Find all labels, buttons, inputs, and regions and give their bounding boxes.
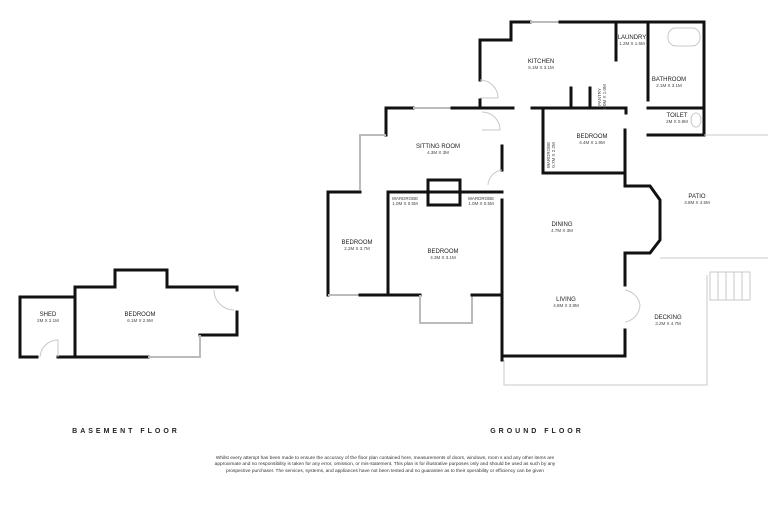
room-dims: 4.4M X 1.9M (579, 140, 605, 145)
room-dims: 5.1M X 3.1M (528, 65, 554, 70)
room-basement-bedroom: BEDROOM 6.1M X 2.5M (124, 312, 155, 323)
room-dims: 4.3M X 3M (427, 150, 449, 155)
room-dims: 3.2M X 4.7M (655, 321, 681, 326)
room-name: LAUNDRY (617, 35, 647, 41)
room-name: BEDROOM (427, 249, 459, 255)
room-dims: 4.3M X 3.1M (430, 255, 456, 260)
room-name: BEDROOM (124, 312, 156, 318)
room-bedroom-west: BEDROOM 2.2M X 3.7M (341, 240, 372, 251)
room-wardrobe-3: WARDROBE 1.0M X 0.5M (468, 196, 494, 206)
room-name: KITCHEN (527, 59, 555, 65)
room-dims: 2.1M X 3.1M (656, 83, 682, 88)
room-shed: SHED 2M X 2.1M (37, 312, 59, 323)
room-name: PATIO (688, 194, 706, 200)
room-name: WARDROBE (467, 196, 495, 201)
room-dims: 6.1M X 2.5M (127, 318, 153, 323)
room-decking: DECKING 3.2M X 4.7M (654, 315, 681, 326)
room-dims: 1.0M X 0.5M (468, 201, 494, 206)
ground-walls (326, 20, 706, 362)
room-name: LIVING (556, 297, 576, 303)
room-dims: 2.2M X 3.7M (344, 246, 370, 251)
room-dims: 2M X 2.1M (37, 318, 59, 323)
room-wardrobe-1: WARDROBE 0.7M X 2.2M (546, 142, 556, 168)
room-patio: PATIO 3.8M X 4.5M (684, 194, 710, 205)
room-dims: 4.8M X 3.8M (553, 303, 579, 308)
room-toilet: TOILET 2M X 0.9M (666, 113, 688, 124)
room-name: BEDROOM (341, 240, 373, 246)
room-dims: 0.7M X 2.2M (551, 142, 556, 168)
room-dims: 2M X 0.9M (666, 119, 688, 124)
room-name: WARDROBE (391, 196, 419, 201)
basement-walls (18, 268, 239, 359)
room-name: SHED (39, 312, 57, 318)
room-name: DECKING (654, 315, 682, 321)
outdoor-outlines (503, 27, 768, 386)
ground-floor-title: GROUND FLOOR (490, 428, 584, 435)
room-sitting-room: SITTING ROOM 4.3M X 3M (416, 144, 460, 155)
room-name: DINING (551, 222, 573, 228)
disclaimer: Whilst every attempt has been made to en… (214, 456, 556, 474)
room-wardrobe-2: WARDROBE 1.0M X 0.5M (392, 196, 418, 206)
room-dims: 4.7M X 3M (551, 228, 573, 233)
room-dims: 1.0M X 0.5M (392, 201, 418, 206)
room-kitchen: KITCHEN 5.1M X 3.1M (528, 59, 554, 70)
room-name: TOILET (666, 113, 688, 119)
room-name: BEDROOM (576, 134, 608, 140)
room-dims: 3.8M X 4.5M (684, 200, 710, 205)
room-dining: DINING 4.7M X 3M (551, 222, 573, 233)
basement-floor-title: BASEMENT FLOOR (72, 428, 180, 435)
room-laundry: LAUNDRY 1.2M X 1.5M (618, 35, 647, 46)
room-name: BATHROOM (651, 77, 687, 83)
room-name: SITTING ROOM (416, 144, 460, 150)
room-dims: 1.0M X 1.0M (602, 84, 607, 110)
room-bedroom-small: BEDROOM 4.4M X 1.9M (576, 134, 607, 145)
room-bedroom-main: BEDROOM 4.3M X 3.1M (427, 249, 458, 260)
room-bathroom: BATHROOM 2.1M X 3.1M (652, 77, 686, 88)
room-living: LIVING 4.8M X 3.8M (553, 297, 579, 308)
room-dims: 1.2M X 1.5M (619, 41, 645, 46)
room-pantry: PANTRY 1.0M X 1.0M (597, 84, 607, 110)
